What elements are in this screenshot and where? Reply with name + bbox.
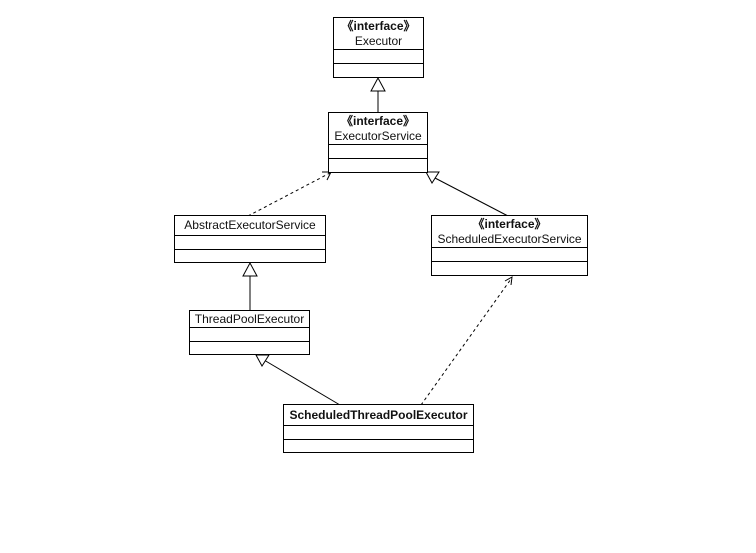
generalization-arrowhead — [242, 261, 258, 277]
class-header: AbstractExecutorService — [175, 216, 325, 236]
class-header: ScheduledThreadPoolExecutor — [284, 405, 473, 426]
class-name: AbstractExecutorService — [184, 218, 316, 232]
class-box-executor[interactable]: 《interface》 Executor — [333, 17, 424, 78]
methods-section — [432, 261, 587, 275]
class-name: Executor — [354, 33, 403, 48]
stereotype-label: 《interface》 — [472, 216, 547, 231]
generalization-arrowhead — [370, 76, 386, 92]
class-name: ExecutorService — [334, 128, 422, 143]
methods-section — [175, 248, 325, 263]
open-arrowhead — [504, 276, 513, 286]
edge-scheduledexecutorservice-to-executorservice — [434, 177, 509, 217]
generalization-arrowhead — [255, 354, 270, 367]
attributes-section — [432, 248, 587, 261]
class-header: 《interface》 ExecutorService — [329, 113, 427, 145]
edge-scheduledthreadpoolexecutor-to-scheduledexecutorservice — [420, 278, 512, 406]
class-box-scheduled-thread-pool-executor[interactable]: ScheduledThreadPoolExecutor — [283, 404, 474, 453]
stereotype-label: 《interface》 — [341, 18, 416, 33]
class-box-scheduled-executor-service[interactable]: 《interface》 ScheduledExecutorService — [431, 215, 588, 276]
class-name: ScheduledThreadPoolExecutor — [289, 407, 468, 422]
class-name: ThreadPoolExecutor — [194, 311, 305, 326]
methods-section — [329, 158, 427, 172]
methods-section — [284, 438, 473, 453]
class-box-abstract-executor-service[interactable]: AbstractExecutorService — [174, 215, 326, 263]
stereotype-label: 《interface》 — [340, 113, 416, 128]
class-name: ScheduledExecutorService — [437, 231, 582, 246]
class-box-thread-pool-executor[interactable]: ThreadPoolExecutor — [189, 310, 310, 355]
attributes-section — [329, 145, 427, 158]
generalization-arrowhead — [425, 171, 440, 184]
class-header: 《interface》 Executor — [334, 18, 423, 50]
edge-scheduledthreadpoolexecutor-to-threadpoolexecutor — [263, 359, 341, 406]
class-header: 《interface》 ScheduledExecutorService — [432, 216, 587, 248]
attributes-section — [175, 236, 325, 249]
class-header: ThreadPoolExecutor — [190, 311, 309, 328]
methods-section — [190, 340, 309, 355]
attributes-section — [190, 328, 309, 341]
class-box-executor-service[interactable]: 《interface》 ExecutorService — [328, 112, 428, 173]
attributes-section — [334, 50, 423, 63]
methods-section — [334, 63, 423, 77]
edge-abstractexecutorservice-to-executorservice — [247, 172, 331, 217]
attributes-section — [284, 426, 473, 439]
